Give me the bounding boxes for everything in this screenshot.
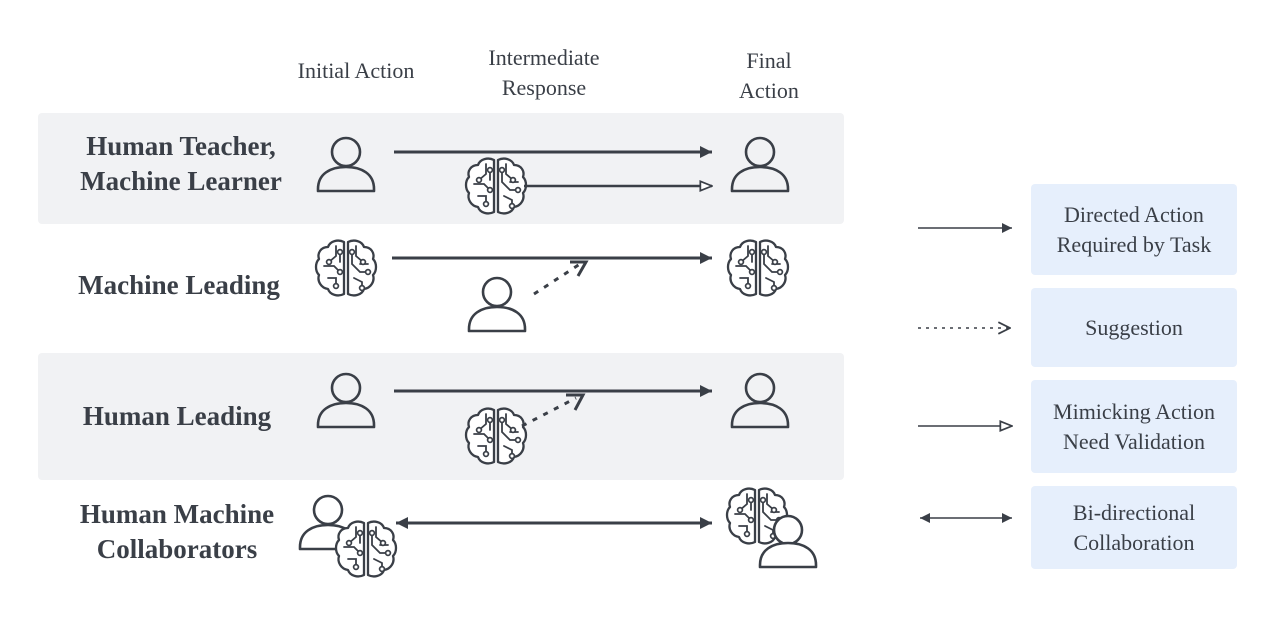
row2-intermediate-person-icon [467, 276, 527, 333]
row-band-human-teacher [38, 113, 844, 224]
row4-initial-brain-circuit-icon [334, 520, 398, 578]
column-header-intermediate-line1: Intermediate [488, 45, 600, 70]
row-label-line1: Human Teacher, [86, 131, 276, 161]
legend-label-line2: Required by Task [1056, 231, 1212, 257]
legend-box-bidirectional: Bi-directional Collaboration [1031, 486, 1237, 569]
row2-suggestion-arrow [533, 262, 581, 296]
row3-suggestion-arrowhead [566, 393, 586, 411]
row3-suggestion-arrow [521, 396, 577, 428]
row2-initial-brain-circuit-icon [314, 239, 378, 297]
row3-intermediate-brain-circuit-icon [464, 407, 528, 465]
row-label-line1: Human Leading [82, 401, 272, 431]
row2-final-brain-circuit-icon [726, 239, 790, 297]
column-header-intermediate-line2: Response [501, 75, 587, 100]
row-label-human-machine-collaborators: Human Machine Collaborators [52, 497, 302, 567]
row-label-line1: Human Machine [79, 499, 275, 529]
row-label-line1: Machine Leading [78, 270, 280, 300]
row4-final-person-icon [758, 514, 818, 569]
column-header-final-line2: Action [739, 78, 799, 103]
row3-initial-person-icon [316, 372, 376, 429]
legend-label-line1: Bi-directional [1072, 499, 1196, 525]
column-header-final-line1: Final [746, 48, 792, 73]
legend-label-line1: Mimicking Action [1053, 398, 1215, 424]
row-label-machine-leading: Machine Leading [54, 268, 304, 303]
legend-label-line1: Suggestion [1085, 314, 1183, 340]
row-label-human-leading: Human Leading [52, 399, 302, 434]
row1-intermediate-brain-circuit-icon [464, 157, 528, 215]
row2-suggestion-arrowhead [570, 260, 589, 277]
legend-label-line1: Directed Action [1064, 201, 1204, 227]
column-header-initial-label: Initial Action [297, 58, 415, 83]
legend-box-suggestion: Suggestion [1031, 288, 1237, 367]
legend-label-line2: Collaboration [1073, 529, 1195, 555]
row1-initial-person-icon [316, 136, 376, 193]
legend-box-directed-action: Directed Action Required by Task [1031, 184, 1237, 275]
row1-final-person-icon [730, 136, 790, 193]
row-label-line2: Collaborators [96, 534, 258, 564]
column-header-final-action: Final Action [709, 46, 829, 106]
row-label-line2: Machine Learner [80, 166, 282, 196]
legend-box-mimicking-action: Mimicking Action Need Validation [1031, 380, 1237, 473]
column-header-initial-action: Initial Action [276, 56, 436, 86]
row-band-human-leading [38, 353, 844, 480]
column-header-intermediate-response: Intermediate Response [464, 43, 624, 103]
row-label-human-teacher-machine-learner: Human Teacher, Machine Learner [56, 129, 306, 199]
row3-final-person-icon [730, 372, 790, 429]
legend-label-line2: Need Validation [1063, 428, 1205, 454]
